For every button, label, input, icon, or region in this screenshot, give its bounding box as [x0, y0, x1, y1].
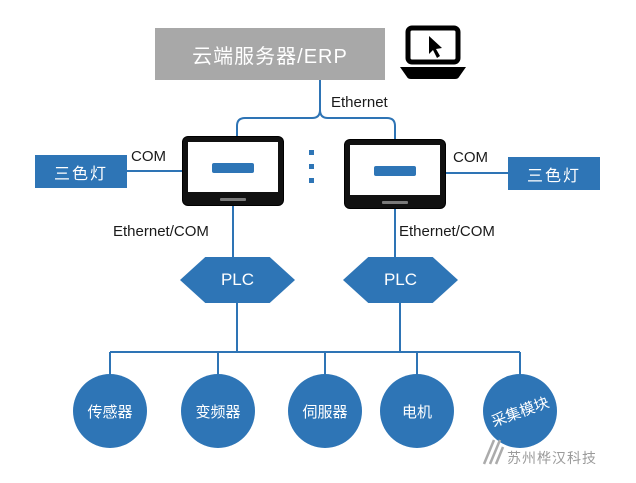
line-cloud-to-hmi-right [319, 109, 396, 140]
cursor-arrow-icon [429, 36, 442, 58]
ethernet-label: Ethernet [331, 94, 388, 111]
device-circle-sensor: 传感器 [73, 374, 147, 448]
laptop-with-cursor-icon [400, 25, 466, 79]
plc-right: PLC [343, 257, 458, 303]
hmi-brand-logo-left [212, 163, 254, 173]
com-label-right: COM [453, 149, 488, 166]
ethernet-com-label-right: Ethernet/COM [399, 223, 495, 240]
hmi-screen-right [350, 145, 440, 195]
device-circle-servo: 伺服器 [288, 374, 362, 448]
bezel-label-left [220, 198, 246, 201]
cloud-server-label: 云端服务器/ERP [192, 45, 348, 68]
device-circle-inverter: 变频器 [181, 374, 255, 448]
tricolor-light-right: 三色灯 [508, 157, 600, 190]
device-circle-motor: 电机 [380, 374, 454, 448]
hmi-monitor-right [345, 140, 445, 208]
ellipsis-dot-1 [309, 150, 314, 155]
tricolor-light-left: 三色灯 [35, 155, 127, 188]
bezel-label-right [382, 201, 408, 204]
hmi-monitor-left [183, 137, 283, 205]
ethernet-com-label-left: Ethernet/COM [113, 223, 209, 240]
watermark-logo-icon [482, 439, 505, 465]
plc-left: PLC [180, 257, 295, 303]
line-cloud-to-hmi-left [236, 109, 321, 137]
watermark-text: 苏州桦汉科技 [507, 450, 597, 466]
ellipsis-dot-2 [309, 164, 314, 169]
hmi-screen-left [188, 142, 278, 192]
ellipsis-dot-3 [309, 178, 314, 183]
device-circle-acquisition: 采集模块 [483, 374, 557, 448]
com-label-left: COM [131, 148, 166, 165]
hmi-brand-logo-right [374, 166, 416, 176]
cloud-server-box: 云端服务器/ERP [155, 28, 385, 80]
